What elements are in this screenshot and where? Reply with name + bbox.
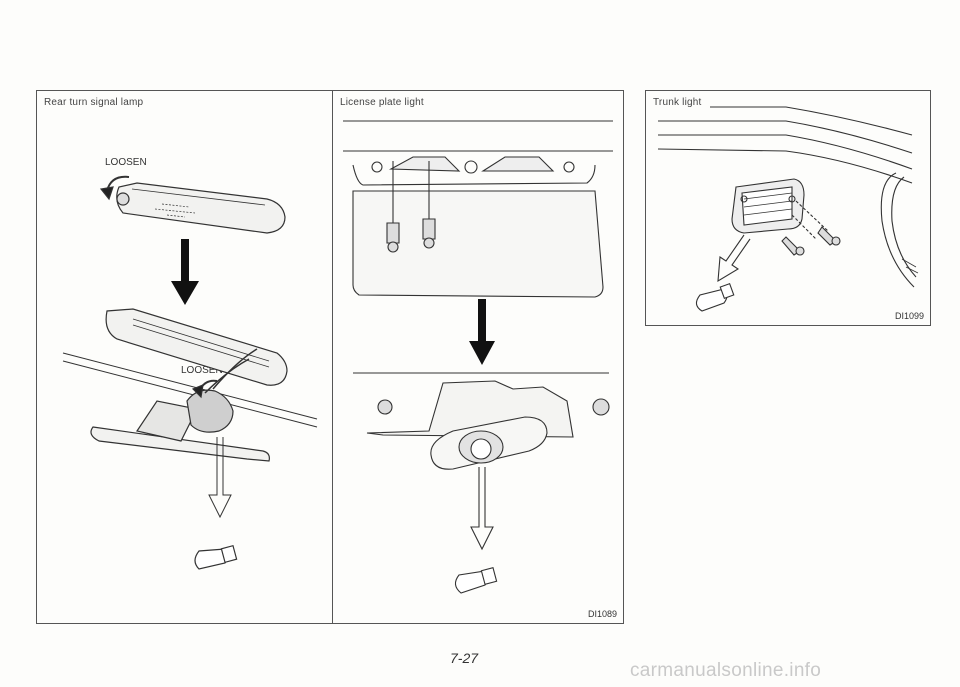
loosen-label-bottom: LOOSEN bbox=[181, 365, 223, 376]
watermark: carmanualsonline.info bbox=[630, 660, 822, 681]
loosen-label-top: LOOSEN bbox=[105, 157, 147, 168]
license-plate-title: License plate light bbox=[340, 97, 424, 108]
trunk-light-panel: Trunk light DI1099 bbox=[645, 90, 931, 326]
trunk-light-title: Trunk light bbox=[653, 97, 702, 108]
trunk-light-figure-code: DI1099 bbox=[894, 311, 924, 321]
license-plate-illustration bbox=[343, 120, 613, 594]
rear-turn-signal-illustration bbox=[62, 175, 318, 570]
license-plate-figure-code: DI1089 bbox=[587, 609, 617, 619]
page-number: 7-27 bbox=[450, 650, 479, 666]
license-plate-panel: License plate light DI1089 bbox=[332, 90, 624, 624]
trunk-light-illustration bbox=[657, 106, 919, 312]
rear-turn-signal-title: Rear turn signal lamp bbox=[44, 97, 144, 108]
rear-turn-signal-panel: Rear turn signal lamp LOOSEN LOOSEN bbox=[36, 90, 334, 624]
